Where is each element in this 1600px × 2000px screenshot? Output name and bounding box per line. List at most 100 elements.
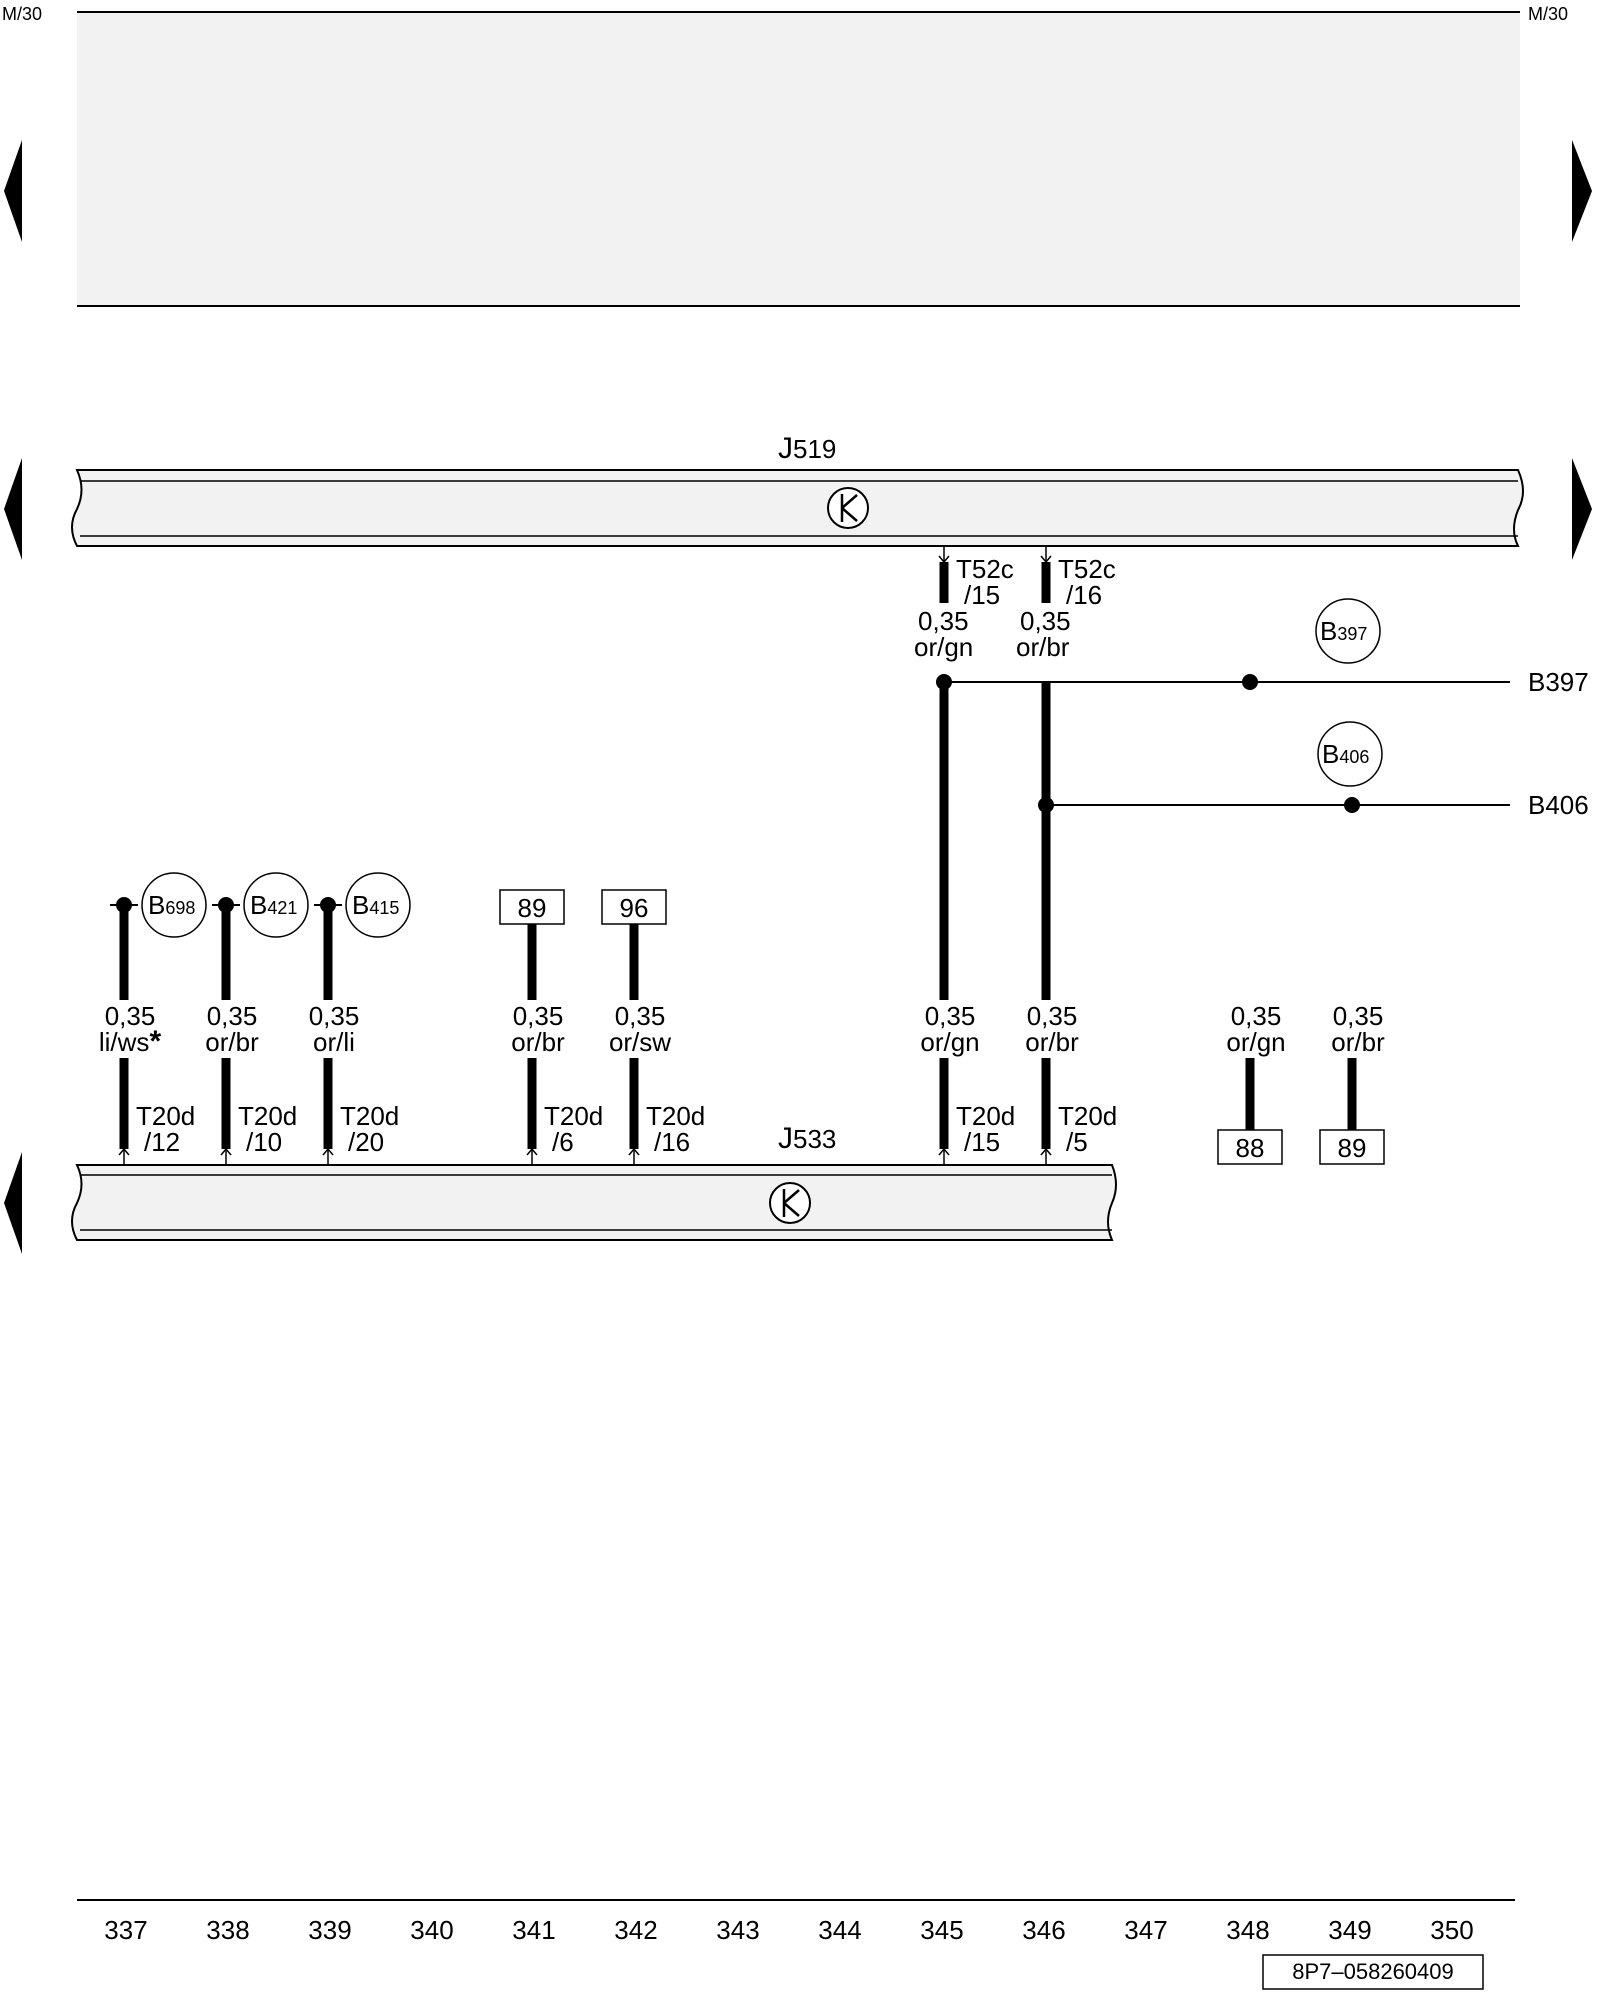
doc-id: 8P7–058260409: [1292, 1959, 1454, 1984]
wire-color-label: or/br: [1025, 1027, 1079, 1057]
wire-color-label: or/br: [511, 1027, 565, 1057]
svg-text:B406: B406: [1322, 739, 1369, 769]
wire-size-label: 0,35: [1333, 1001, 1384, 1031]
ruler-number: 348: [1226, 1915, 1269, 1945]
connector-b415[interactable]: B415: [345, 872, 411, 938]
connector-side-label-b397: B397: [1528, 667, 1589, 697]
pin-pos-t52c-16: /16: [1066, 580, 1102, 610]
connector-side-label-b406: B406: [1528, 790, 1589, 820]
module-j533-number: 533: [793, 1124, 836, 1154]
wire-color-label: li/ws*: [99, 1025, 162, 1058]
svg-text:B397: B397: [1320, 616, 1367, 646]
module-j533: J533: [71, 1122, 1117, 1241]
corner-label-left: M/30: [2, 4, 42, 24]
bottom-wires: B6980,35li/ws*T20d/12B4210,35or/brT20d/1…: [99, 872, 1385, 1165]
wire-size-label: 0,35: [309, 1001, 360, 1031]
wire-size-label: 0,35: [105, 1001, 156, 1031]
pin-position: /15: [964, 1127, 1000, 1157]
junction-dot: [1242, 674, 1258, 690]
ruler-number: 342: [614, 1915, 657, 1945]
next-page-arrow-icon-2[interactable]: [1572, 458, 1592, 560]
pin-label: T20d: [340, 1101, 399, 1131]
reference-box-96[interactable]: 96: [601, 889, 667, 925]
connector-b698[interactable]: B698: [141, 872, 207, 938]
ruler-number: 341: [512, 1915, 555, 1945]
connector-b421[interactable]: B421: [243, 872, 309, 938]
wire-color-label: or/gn: [920, 1027, 979, 1057]
wire-color-label: or/br: [205, 1027, 259, 1057]
ruler-number: 345: [920, 1915, 963, 1945]
wire-j519-pin16[interactable]: [1040, 546, 1052, 1000]
pin-position: /20: [348, 1127, 384, 1157]
ruler-number: 349: [1328, 1915, 1371, 1945]
ruler-number: 339: [308, 1915, 351, 1945]
junction-dot: [1038, 797, 1054, 813]
bus-symbol-icon: [827, 487, 869, 529]
svg-text:96: 96: [620, 893, 649, 923]
svg-text:89: 89: [1338, 1133, 1367, 1163]
prev-page-arrow-icon-3[interactable]: [4, 1152, 22, 1254]
module-j519-number: 519: [793, 434, 836, 464]
ruler-number: 347: [1124, 1915, 1167, 1945]
module-j519-letter: J: [778, 432, 793, 465]
prev-page-arrow-icon[interactable]: [4, 140, 22, 242]
wire-size-top-1: 0,35: [918, 606, 969, 636]
next-page-arrow-icon[interactable]: [1572, 140, 1592, 242]
reference-box-89[interactable]: 89: [499, 889, 565, 925]
wire-color-label: or/br: [1331, 1027, 1385, 1057]
doc-id-box: [1262, 1954, 1484, 1990]
svg-text:B415: B415: [352, 890, 399, 920]
pin-label: T20d: [646, 1101, 705, 1131]
junction-dot: [936, 674, 952, 690]
ruler-number: 350: [1430, 1915, 1473, 1945]
bus-symbol-icon-2: [769, 1182, 811, 1224]
ruler-number: 346: [1022, 1915, 1065, 1945]
reference-box-89[interactable]: 89: [1319, 1129, 1385, 1165]
connector-b397[interactable]: B397: [1315, 598, 1381, 664]
wire-size-label: 0,35: [513, 1001, 564, 1031]
ruler-number: 344: [818, 1915, 861, 1945]
ruler-number: 337: [104, 1915, 147, 1945]
pin-position: /10: [246, 1127, 282, 1157]
svg-text:J533: J533: [778, 1122, 836, 1155]
pin-position: /12: [144, 1127, 180, 1157]
pin-label: T20d: [136, 1101, 195, 1131]
corner-label-right: M/30: [1528, 4, 1568, 24]
wire-size-label: 0,35: [615, 1001, 666, 1031]
pin-position: /5: [1066, 1127, 1088, 1157]
wire-size-top-2: 0,35: [1020, 606, 1071, 636]
wire-color-top-2: or/br: [1016, 632, 1070, 662]
svg-text:J519: J519: [778, 432, 836, 465]
pin-label: T20d: [544, 1101, 603, 1131]
ruler-number: 343: [716, 1915, 759, 1945]
svg-text:B421: B421: [250, 890, 297, 920]
svg-text:89: 89: [518, 893, 547, 923]
svg-text:B698: B698: [148, 890, 195, 920]
wire-color-label: or/sw: [609, 1027, 671, 1057]
svg-text:88: 88: [1236, 1133, 1265, 1163]
top-shaded-panel: [77, 13, 1520, 305]
pin-label-t52c-16: T52c: [1058, 554, 1116, 584]
pin-position: /16: [654, 1127, 690, 1157]
pin-label: T20d: [238, 1101, 297, 1131]
wire-j519-pin15[interactable]: [938, 546, 950, 1000]
connector-b406[interactable]: B406: [1317, 721, 1383, 787]
prev-page-arrow-icon-2[interactable]: [4, 458, 22, 560]
pin-label: T20d: [956, 1101, 1015, 1131]
pin-position: /6: [552, 1127, 574, 1157]
wire-color-top-1: or/gn: [914, 632, 973, 662]
pin-label-t52c-15: T52c: [956, 554, 1014, 584]
module-j533-letter: J: [778, 1122, 793, 1155]
wire-color-label: or/li: [313, 1027, 355, 1057]
module-j519: J519: [71, 432, 1524, 547]
reference-box-88[interactable]: 88: [1217, 1129, 1283, 1165]
